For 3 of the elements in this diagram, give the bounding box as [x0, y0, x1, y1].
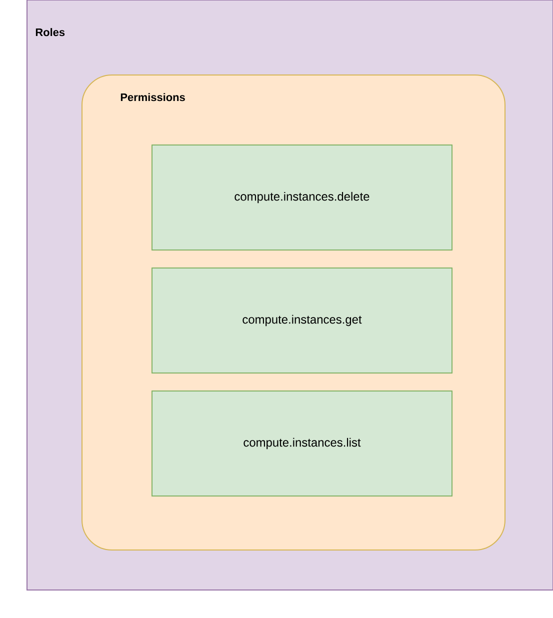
permission-box: compute.instances.list	[152, 390, 452, 496]
permission-box: compute.instances.get	[152, 268, 452, 374]
permission-box: compute.instances.delete	[152, 144, 452, 250]
